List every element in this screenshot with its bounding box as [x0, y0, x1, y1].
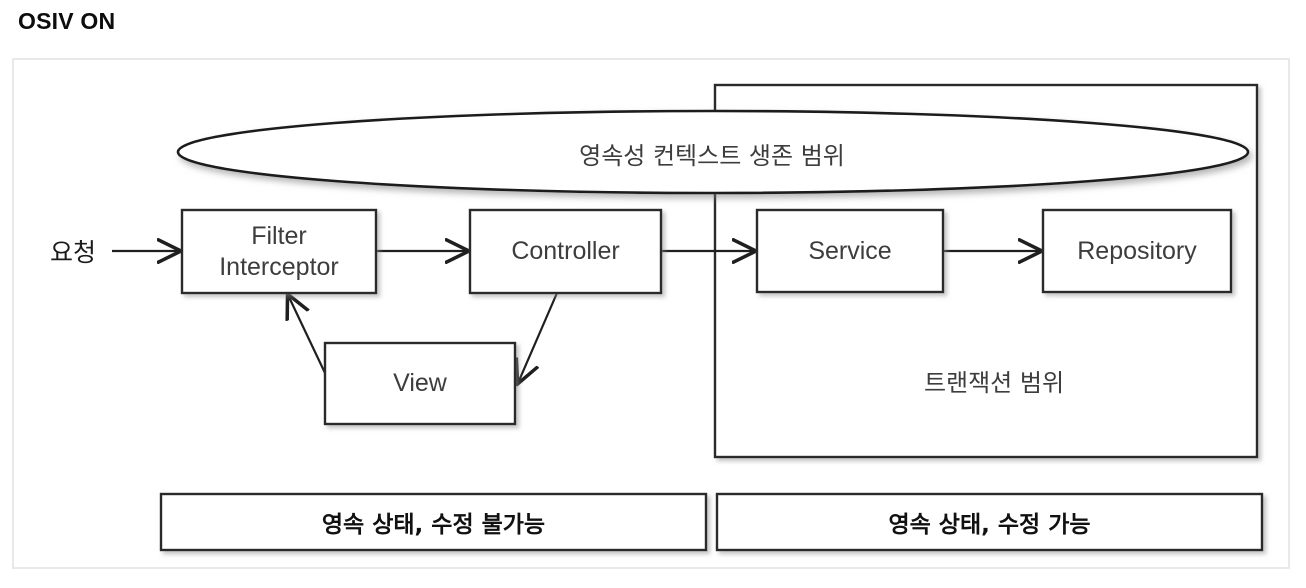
diagram-outer-frame — [12, 58, 1290, 569]
page-title: OSIV ON — [18, 8, 116, 34]
